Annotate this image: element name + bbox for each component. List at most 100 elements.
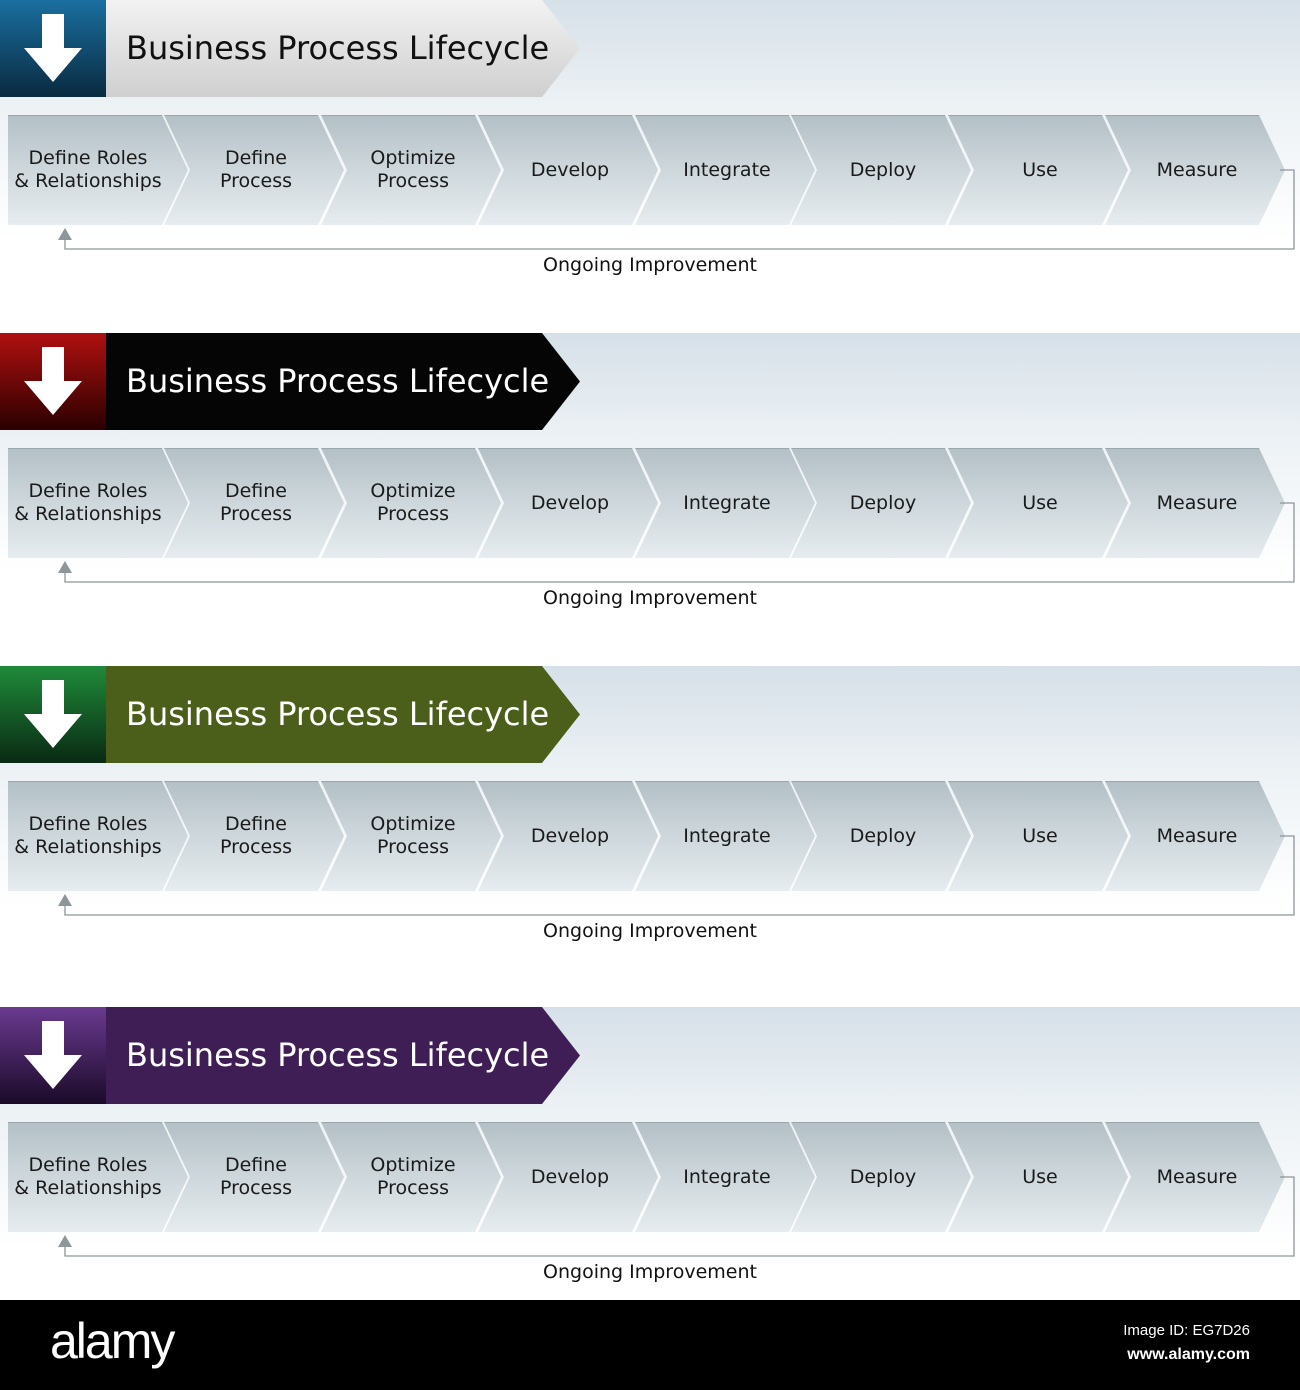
- chevron-shape: [948, 448, 1128, 558]
- chevron-shape: [1105, 781, 1285, 891]
- process-step: Integrate: [635, 781, 815, 891]
- chevron-shape: [948, 115, 1128, 225]
- process-step-label: Deploy: [849, 824, 917, 847]
- header-banner: [106, 0, 580, 97]
- process-step: Measure: [1105, 1122, 1285, 1232]
- process-step-label: Deploy: [849, 158, 917, 181]
- process-step: Develop: [478, 781, 658, 891]
- chevron-shape: [1105, 115, 1285, 225]
- process-step: Measure: [1105, 448, 1285, 558]
- down-arrow-icon: [24, 680, 82, 748]
- diagram-header: Business Process Lifecycle: [0, 0, 580, 97]
- diagram-title: Business Process Lifecycle: [126, 362, 550, 400]
- process-step-label: Optimize Process: [370, 1154, 456, 1199]
- process-step-label: Define Roles & Relationships: [14, 1154, 162, 1199]
- up-arrow-icon: [58, 228, 72, 240]
- process-step: Define Process: [164, 1122, 344, 1232]
- up-arrow-icon: [58, 894, 72, 906]
- process-step: Define Roles & Relationships: [8, 448, 188, 558]
- process-step-label: Develop: [530, 491, 610, 514]
- process-step-label: Optimize Process: [370, 147, 456, 192]
- process-step: Measure: [1105, 115, 1285, 225]
- chevron-shape: [478, 1122, 658, 1232]
- process-step: Use: [948, 781, 1128, 891]
- process-step-label: Use: [1022, 1165, 1058, 1188]
- header-icon-box: [0, 0, 106, 97]
- process-step-label: Measure: [1156, 491, 1238, 514]
- footer-bar: alamy Image ID: EG7D26 www.alamy.com: [0, 1300, 1300, 1390]
- process-step: Develop: [478, 1122, 658, 1232]
- chevron-shape: [478, 781, 658, 891]
- chevron-shape: [948, 1122, 1128, 1232]
- process-step: Deploy: [791, 448, 971, 558]
- process-step-label: Measure: [1156, 1165, 1238, 1188]
- process-step: Deploy: [791, 115, 971, 225]
- process-step-label: Use: [1022, 491, 1058, 514]
- footer-url: www.alamy.com: [1127, 1346, 1250, 1363]
- chevron-shape: [164, 781, 344, 891]
- process-step-label: Develop: [530, 158, 610, 181]
- chevron-shape: [321, 1122, 501, 1232]
- chevron-shape: [948, 781, 1128, 891]
- process-step: Define Process: [164, 448, 344, 558]
- header-icon-box: [0, 666, 106, 763]
- chevron-shape: [1105, 1122, 1285, 1232]
- process-step-label: Measure: [1156, 158, 1238, 181]
- chevron-shape: [164, 115, 344, 225]
- process-step-label: Define Process: [219, 1154, 293, 1199]
- header-icon-box: [0, 333, 106, 430]
- loop-line: [64, 1176, 1295, 1257]
- loop-back-arrow: [58, 502, 1295, 583]
- process-step: Use: [948, 1122, 1128, 1232]
- process-step: Integrate: [635, 115, 815, 225]
- loop-back-arrow: [58, 835, 1295, 916]
- loop-label: Ongoing Improvement: [543, 920, 757, 942]
- process-step-label: Define Process: [219, 480, 293, 525]
- chevron-shape: [635, 448, 815, 558]
- header-icon-box: [0, 1007, 106, 1104]
- process-step: Define Roles & Relationships: [8, 1122, 188, 1232]
- chevron-shape: [8, 781, 188, 891]
- chevron-shape: [791, 781, 971, 891]
- process-step-label: Deploy: [849, 1165, 917, 1188]
- diagram-header: Business Process Lifecycle: [0, 666, 580, 763]
- process-step: Deploy: [791, 781, 971, 891]
- process-step-label: Define Roles & Relationships: [14, 147, 162, 192]
- process-step-label: Use: [1022, 158, 1058, 181]
- process-step-label: Measure: [1156, 824, 1238, 847]
- process-flow: Define Roles & Relationships Define Proce…: [0, 1007, 1300, 1307]
- process-step: Deploy: [791, 1122, 971, 1232]
- loop-label: Ongoing Improvement: [543, 587, 757, 609]
- chevron-shape: [635, 781, 815, 891]
- chevron-shape: [1105, 448, 1285, 558]
- header-banner: [106, 1007, 580, 1104]
- loop-line: [64, 169, 1295, 250]
- process-step-label: Integrate: [683, 1165, 771, 1188]
- process-step: Measure: [1105, 781, 1285, 891]
- process-flow: Define Roles & Relationships Define Proce…: [0, 333, 1300, 633]
- process-step: Use: [948, 115, 1128, 225]
- chevron-shape: [791, 115, 971, 225]
- process-step-label: Develop: [530, 824, 610, 847]
- down-arrow-icon: [24, 1021, 82, 1089]
- loop-line: [64, 502, 1295, 583]
- chevron-shape: [8, 1122, 188, 1232]
- alamy-logo: alamy: [50, 1313, 175, 1369]
- process-step-label: Optimize Process: [370, 480, 456, 525]
- process-step-label: Develop: [530, 1165, 610, 1188]
- process-step: Integrate: [635, 1122, 815, 1232]
- process-step-label: Integrate: [683, 158, 771, 181]
- process-step-label: Integrate: [683, 824, 771, 847]
- chevron-shape: [321, 448, 501, 558]
- loop-label: Ongoing Improvement: [543, 1261, 757, 1283]
- loop-label: Ongoing Improvement: [543, 254, 757, 276]
- process-step: Optimize Process: [321, 1122, 501, 1232]
- image-id: Image ID: EG7D26: [1123, 1322, 1250, 1339]
- process-step: Use: [948, 448, 1128, 558]
- process-step-label: Define Process: [219, 813, 293, 858]
- chevron-shape: [635, 115, 815, 225]
- chevron-shape: [321, 115, 501, 225]
